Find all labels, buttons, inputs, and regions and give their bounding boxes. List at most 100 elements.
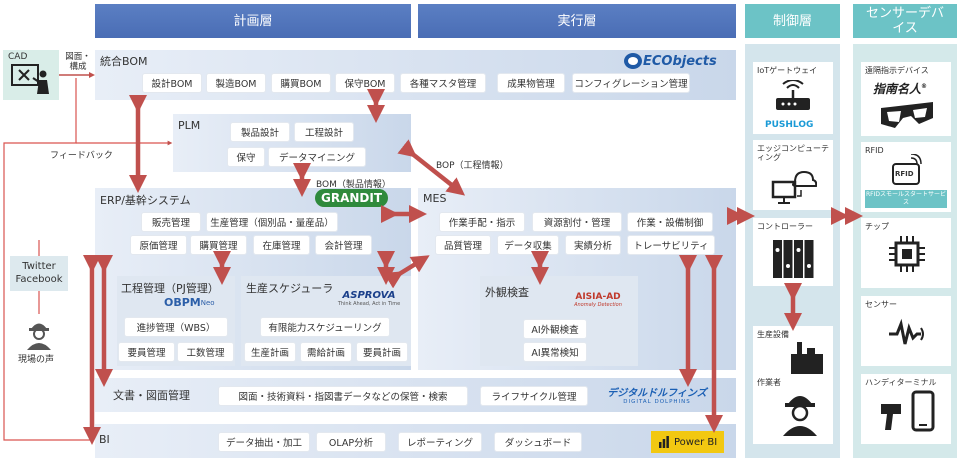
chip-finite-scheduling: 有限能力スケジューリング — [261, 318, 389, 336]
rfid-card: RFID RFID RFIDスモールスタートサービス — [861, 142, 951, 212]
chip-supply-demand-plan: 需給計画 — [301, 343, 351, 361]
shinan-logo: 指南名人® — [873, 80, 927, 97]
factory-icon — [791, 342, 823, 374]
chip-process-design: 工程設計 — [295, 123, 353, 141]
bom-title: 統合BOM — [100, 55, 148, 68]
pj-title: 工程管理（PJ管理） — [121, 282, 219, 295]
cad-icon — [11, 64, 49, 94]
microchip-icon — [889, 236, 925, 272]
docs-title: 文書・図面管理 — [113, 389, 190, 402]
chip-card: チップ — [861, 218, 951, 288]
cad-flow-label: 図面・構成 — [65, 52, 91, 72]
chip-purchase-bom: 購買BOM — [272, 74, 330, 92]
chip-ai-inspection: AI外観検査 — [524, 320, 586, 338]
chip-equipment-control: 作業・設備制御 — [628, 213, 712, 231]
chip-product-design: 製品設計 — [231, 123, 289, 141]
chip-master-management: 各種マスタ管理 — [401, 74, 485, 92]
bi-title: BI — [99, 433, 110, 446]
scheduler-panel: 生産スケジューラ ASPROVA Think Ahead, Act in Tim… — [241, 276, 411, 366]
chip-production-management: 生産管理（個別品・量産品） — [207, 213, 337, 231]
bop-info-label: BOP（工程情報） — [436, 161, 509, 171]
chip-progress-wbs: 進捗管理（WBS） — [125, 318, 227, 336]
chip-label: チップ — [865, 222, 889, 231]
docs-panel: 文書・図面管理 図面・技術資料・指図書データなどの保管・検索 ライフサイクル管理… — [95, 378, 736, 412]
chip-inventory-management: 在庫管理 — [254, 236, 309, 254]
aisia-logo-tag: Anomaly Detection — [574, 302, 622, 308]
inspection-title: 外観検査 — [485, 286, 529, 299]
powerbi-logo: Power BI — [651, 431, 725, 453]
controller-icon — [773, 240, 814, 278]
powerbi-logo-text: Power BI — [674, 436, 718, 448]
edge-computing-card: エッジコンピューティング — [753, 140, 833, 210]
chip-manufacturing-bom: 製造BOM — [207, 74, 265, 92]
chip-ai-anomaly: AI異常検知 — [524, 343, 586, 361]
worker-label: 作業者 — [757, 378, 781, 387]
ecobjects-logo-text: ECObjects — [643, 53, 717, 69]
iot-gateway-card: IoTゲートウェイ PUSHLOG — [753, 62, 833, 134]
chip-quality-management: 品質管理 — [436, 236, 490, 254]
dolphins-logo-tag: DIGITAL DOLPHINS — [623, 399, 691, 405]
worker-icon — [783, 396, 817, 436]
chip-dashboard: ダッシュボード — [495, 433, 581, 451]
header-execution: 実行層 — [418, 4, 736, 38]
cad-title: CAD — [8, 52, 28, 62]
chip-data-mining: データマイニング — [269, 148, 365, 166]
shinan-logo-text: 指南名人 — [873, 82, 922, 96]
chip-data-collection: データ収集 — [498, 236, 558, 254]
rfid-icon-text: RFID — [895, 170, 914, 178]
iot-gateway-label: IoTゲートウェイ — [757, 66, 818, 75]
chip-maintenance: 保守 — [228, 148, 264, 166]
sensor-wave-icon — [889, 318, 924, 345]
chip-lifecycle: ライフサイクル管理 — [481, 387, 587, 405]
chip-olap: OLAP分析 — [317, 433, 385, 451]
chip-configuration: コンフィグレーション管理 — [573, 74, 689, 92]
sensor-card: センサー — [861, 296, 951, 366]
chip-staff-plan: 要員計画 — [357, 343, 407, 361]
mes-title: MES — [423, 192, 447, 205]
handy-terminal-icon — [881, 390, 935, 432]
chip-document-storage: 図面・技術資料・指図書データなどの保管・検索 — [219, 387, 467, 405]
rfid-icon — [892, 154, 922, 185]
rfid-service-caption: RFIDスモールスタートサービス — [865, 190, 947, 208]
plm-panel: PLM 製品設計 工程設計 保守 データマイニング — [173, 114, 411, 172]
chip-data-extraction: データ抽出・加工 — [219, 433, 309, 451]
bom-info-label: BOM（製品情報） — [316, 180, 391, 190]
scheduler-title: 生産スケジューラ — [246, 282, 334, 295]
chip-deliverables: 成果物管理 — [498, 74, 564, 92]
remote-device-label: 遠隔指示デバイス — [865, 66, 929, 75]
chip-purchase-management: 購買管理 — [191, 236, 246, 254]
bom-panel: 統合BOM ECObjects 設計BOM 製造BOM 購買BOM 保守BOM … — [95, 50, 736, 100]
chip-design-bom: 設計BOM — [143, 74, 201, 92]
aisia-logo: AISIA-AD Anomaly Detection — [560, 292, 636, 308]
handy-terminal-label: ハンディターミナル — [865, 378, 937, 387]
worker-voice-icon — [27, 323, 51, 350]
equipment-label: 生産設備 — [757, 330, 789, 339]
chip-results-analysis: 実績分析 — [566, 236, 620, 254]
edge-computing-label: エッジコンピューティング — [757, 144, 829, 162]
cad-box: CAD — [3, 50, 59, 100]
obpm-logo-suffix: Neo — [200, 298, 215, 307]
chip-maintenance-bom: 保守BOM — [336, 74, 394, 92]
feedback-label: フィードバック — [50, 151, 113, 161]
chip-accounting: 会計管理 — [316, 236, 371, 254]
chip-staff-management: 要員管理 — [119, 343, 174, 361]
rfid-label: RFID — [865, 146, 884, 155]
field-voice-label: 現場の声 — [18, 355, 55, 365]
header-control: 制御層 — [745, 4, 840, 38]
plm-title: PLM — [178, 119, 201, 132]
dolphins-logo-text: デジタルドルフィンズ — [607, 388, 707, 399]
chip-cost-management: 原価管理 — [131, 236, 186, 254]
handy-terminal-card: ハンディターミナル — [861, 374, 951, 444]
header-sensor: センサーデバイス — [853, 4, 957, 38]
obpm-logo-text: OBPM — [164, 296, 201, 309]
controller-card: コントローラー — [753, 218, 833, 286]
social-facebook: Facebook — [15, 274, 63, 285]
powerbi-icon — [659, 436, 669, 448]
chip-reporting: レポーティング — [399, 433, 481, 451]
chip-resource-allocation: 資源割付・管理 — [533, 213, 621, 231]
controller-label: コントローラー — [757, 222, 813, 231]
pushlog-logo: PUSHLOG — [765, 120, 814, 130]
